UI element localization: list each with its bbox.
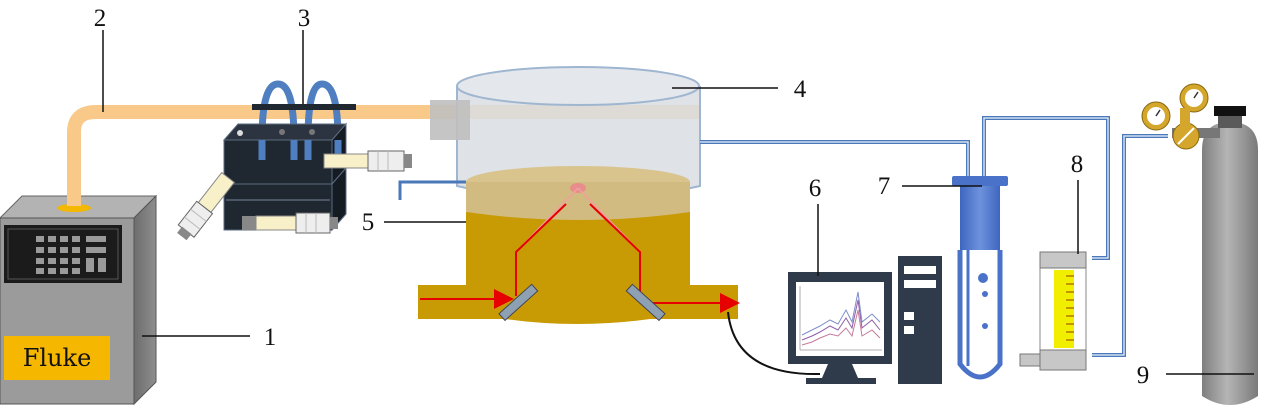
label-2: 2 (94, 5, 107, 32)
flowmeter-icon (1019, 251, 1087, 371)
label-3: 3 (298, 5, 311, 32)
peristaltic-pump-icon (177, 80, 412, 241)
label-6: 6 (809, 175, 822, 202)
label-7: 7 (878, 173, 891, 200)
label-8: 8 (1071, 151, 1084, 178)
keypad (36, 236, 106, 274)
fluke-thermostat-icon: Fluke (0, 194, 158, 406)
fluke-badge (4, 336, 110, 380)
leader-lines (102, 30, 1254, 375)
label-1: 1 (264, 324, 277, 351)
fluke-label: Fluke (23, 344, 92, 372)
gas-cylinder-icon (1141, 83, 1258, 405)
computer-icon (727, 256, 942, 384)
label-4: 4 (794, 76, 807, 103)
orange-tubing (67, 105, 700, 206)
label-9: 9 (1137, 362, 1150, 389)
label-5: 5 (362, 209, 375, 236)
bubbler-icon (952, 176, 1008, 380)
reaction-chamber-icon (398, 66, 740, 324)
